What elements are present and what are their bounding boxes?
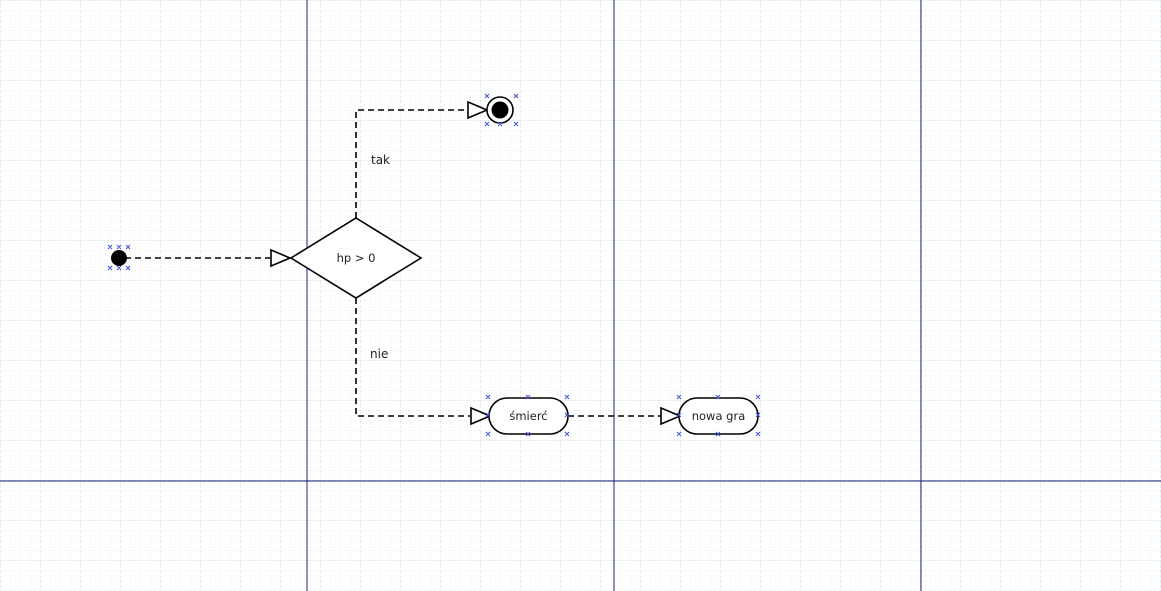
decision-label: hp > 0 [337, 251, 376, 265]
selection-handles [484, 93, 519, 127]
arrowhead-icon [270, 248, 293, 268]
selection-handles [485, 394, 570, 437]
edge-decision-no[interactable] [355, 298, 470, 417]
decision-node[interactable]: hp > 0 [289, 217, 423, 299]
arrowhead-icon [660, 406, 683, 426]
action-label-death: śmierć [509, 409, 547, 423]
arrowhead-icon [470, 406, 493, 426]
edge-decision-yes[interactable] [355, 109, 468, 218]
action-node-death[interactable]: śmierć [485, 394, 570, 437]
action-label-new-game: nowa gra [692, 409, 746, 423]
end-node[interactable] [484, 93, 519, 127]
edge-label-no: nie [370, 347, 388, 361]
selection-handles [107, 244, 131, 271]
selection-handles [676, 394, 761, 437]
start-node[interactable] [107, 244, 131, 271]
action-node-new-game[interactable]: nowa gra [676, 394, 761, 437]
edge-label-yes: tak [371, 153, 390, 167]
arrowhead-icon [467, 100, 490, 120]
